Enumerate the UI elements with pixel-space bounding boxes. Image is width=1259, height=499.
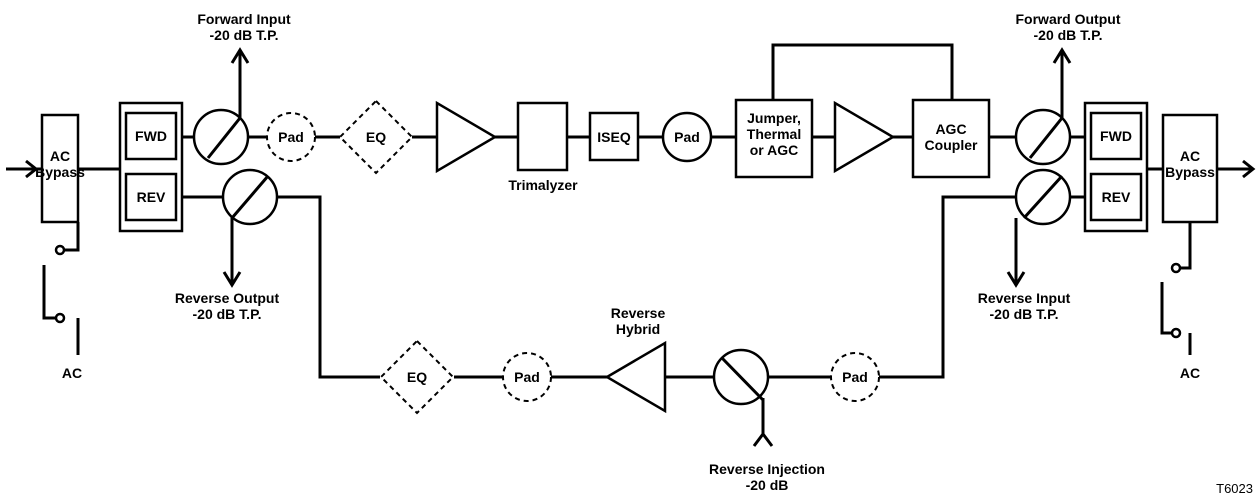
- figure-id: T6023: [1216, 481, 1253, 496]
- pad-forward-2: Pad: [661, 111, 713, 163]
- eq-reverse: EQ: [379, 339, 455, 415]
- forward-input-label-1: Forward Input: [197, 11, 291, 27]
- svg-text:Pad: Pad: [674, 129, 700, 145]
- svg-text:Pad: Pad: [842, 369, 868, 385]
- svg-text:or AGC: or AGC: [750, 142, 798, 158]
- rev-right-label: REV: [1102, 189, 1131, 205]
- agc-coupler: AGC Coupler: [911, 98, 991, 179]
- reverse-path-lines: [182, 195, 1085, 379]
- ac-bypass-left-label-2: Bypass: [35, 164, 85, 180]
- left-input-arrow: [6, 159, 42, 179]
- right-output-arrow: [1217, 159, 1256, 179]
- forward-output-test-point: Forward Output -20 dB T.P.: [1014, 11, 1121, 166]
- pad-reverse-2: Pad: [830, 352, 880, 402]
- pad-reverse-1: Pad: [502, 352, 552, 402]
- reverse-output-label-2: -20 dB T.P.: [193, 306, 262, 322]
- forward-output-label-1: Forward Output: [1016, 11, 1121, 27]
- reverse-output-test-point: Reverse Output -20 dB T.P.: [175, 168, 280, 322]
- rev-left-label: REV: [137, 189, 166, 205]
- svg-text:Coupler: Coupler: [925, 137, 978, 153]
- svg-text:ISEQ: ISEQ: [597, 129, 631, 145]
- iseq: ISEQ: [588, 111, 640, 162]
- ac-left-label: AC: [62, 365, 82, 381]
- reverse-input-test-point: Reverse Input -20 dB T.P.: [978, 168, 1072, 322]
- ac-right-label: AC: [1180, 365, 1200, 381]
- ac-bypass-right-label-1: AC: [1180, 148, 1200, 164]
- svg-text:AGC: AGC: [935, 121, 966, 137]
- jumper-thermal-agc: Jumper, Thermal or AGC: [734, 98, 814, 179]
- ac-power-switch-left: AC: [42, 222, 82, 381]
- ac-bypass-right: AC Bypass: [1161, 113, 1219, 224]
- forward-input-test-point: Forward Input -20 dB T.P.: [192, 11, 291, 166]
- agc-feedback-loop: [771, 43, 954, 100]
- svg-text:EQ: EQ: [366, 129, 386, 145]
- svg-text:Jumper,: Jumper,: [747, 110, 801, 126]
- diplex-filter-right: FWD REV: [1083, 101, 1149, 233]
- pad-forward-1: Pad: [266, 112, 316, 162]
- reverse-hybrid-amplifier: Reverse Hybrid: [604, 305, 667, 414]
- reverse-output-label-1: Reverse Output: [175, 290, 280, 306]
- ac-bypass-left: AC Bypass: [35, 113, 85, 224]
- fwd-right-label: FWD: [1100, 128, 1132, 144]
- svg-text:EQ: EQ: [407, 369, 427, 385]
- forward-output-label-2: -20 dB T.P.: [1034, 27, 1103, 43]
- reverse-injection-label-2: -20 dB: [746, 477, 789, 493]
- fwd-left-label: FWD: [135, 128, 167, 144]
- svg-text:Pad: Pad: [514, 369, 540, 385]
- reverse-hybrid-label-2: Hybrid: [616, 321, 660, 337]
- svg-text:Pad: Pad: [278, 129, 304, 145]
- reverse-hybrid-label-1: Reverse: [611, 305, 666, 321]
- diplex-filter-left: FWD REV: [118, 101, 184, 233]
- svg-text:Thermal: Thermal: [747, 126, 801, 142]
- trimalyzer: Trimalyzer: [508, 101, 578, 193]
- forward-amplifier-2: [833, 100, 896, 174]
- reverse-injection-label-1: Reverse Injection: [709, 461, 825, 477]
- forward-input-label-2: -20 dB T.P.: [210, 27, 279, 43]
- trimalyzer-label: Trimalyzer: [508, 177, 578, 193]
- eq-forward: EQ: [338, 99, 414, 175]
- ac-bypass-right-label-2: Bypass: [1165, 164, 1215, 180]
- ac-bypass-left-label-1: AC: [50, 148, 70, 164]
- reverse-input-label-2: -20 dB T.P.: [990, 306, 1059, 322]
- ac-power-switch-right: AC: [1160, 222, 1200, 381]
- reverse-injection-coupler: Reverse Injection -20 dB: [709, 348, 825, 493]
- forward-amplifier-1: [435, 100, 498, 174]
- reverse-input-label-1: Reverse Input: [978, 290, 1071, 306]
